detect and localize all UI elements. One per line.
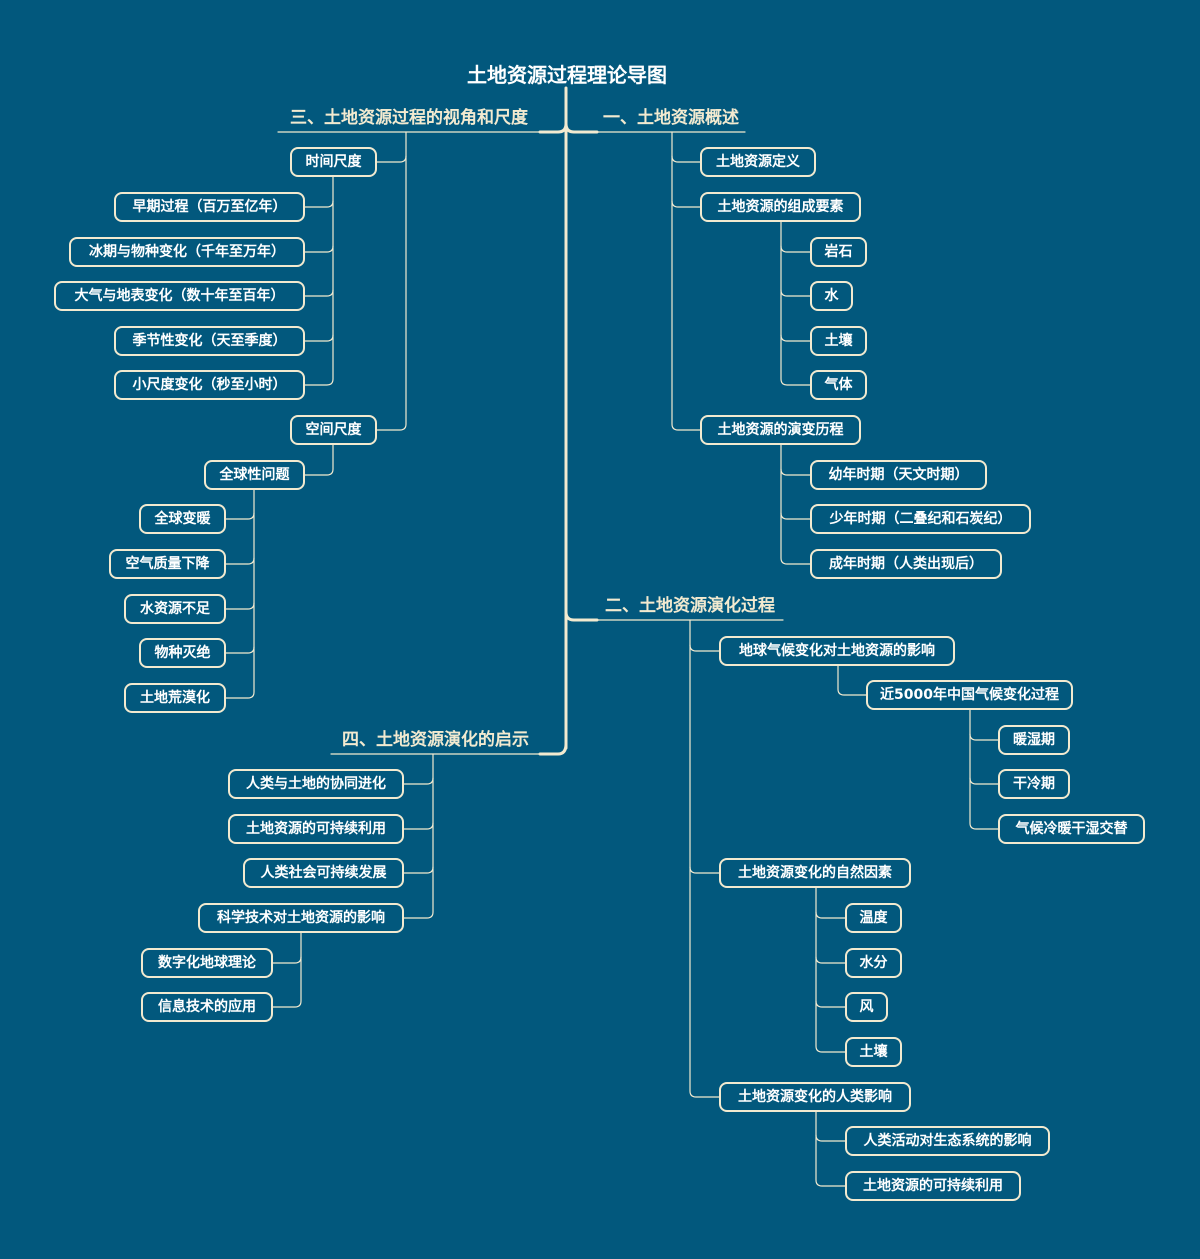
node-digital-earth[interactable]: 数字化地球理论 — [141, 948, 273, 978]
node-human-ecosystem[interactable]: 人类活动对生态系统的影响 — [845, 1126, 1050, 1156]
node-soil-2[interactable]: 土壤 — [845, 1037, 902, 1067]
node-land-sustainable[interactable]: 土地资源的可持续利用 — [228, 814, 404, 844]
node-components[interactable]: 土地资源的组成要素 — [700, 192, 861, 222]
node-coevolution[interactable]: 人类与土地的协同进化 — [228, 769, 404, 799]
node-adulthood[interactable]: 成年时期（人类出现后） — [810, 549, 1002, 579]
branch-perspective[interactable]: 三、土地资源过程的视角和尺度 — [290, 108, 528, 128]
node-small-scale[interactable]: 小尺度变化（秒至小时） — [114, 370, 305, 400]
node-temperature[interactable]: 温度 — [845, 903, 902, 933]
branch-insight[interactable]: 四、土地资源演化的启示 — [342, 730, 529, 750]
node-history[interactable]: 土地资源的演变历程 — [700, 415, 861, 445]
root-title: 土地资源过程理论导图 — [467, 63, 667, 87]
node-tech-impact[interactable]: 科学技术对土地资源的影响 — [198, 903, 404, 933]
node-china-climate[interactable]: 近5000年中国气候变化过程 — [866, 680, 1073, 710]
branch-overview[interactable]: 一、土地资源概述 — [603, 108, 739, 128]
node-rock[interactable]: 岩石 — [810, 237, 867, 267]
node-land-definition[interactable]: 土地资源定义 — [700, 147, 816, 177]
node-climate-impact[interactable]: 地球气候变化对土地资源的影响 — [719, 636, 955, 666]
node-gas[interactable]: 气体 — [810, 370, 867, 400]
node-soil[interactable]: 土壤 — [810, 326, 867, 356]
node-moisture[interactable]: 水分 — [845, 948, 902, 978]
node-info-tech[interactable]: 信息技术的应用 — [141, 992, 273, 1022]
node-warm-humid[interactable]: 暖湿期 — [998, 725, 1070, 755]
node-ice-age[interactable]: 冰期与物种变化（千年至万年） — [69, 237, 305, 267]
node-human-impact[interactable]: 土地资源变化的人类影响 — [719, 1082, 911, 1112]
node-wind[interactable]: 风 — [845, 992, 888, 1022]
node-society-sustainable[interactable]: 人类社会可持续发展 — [243, 858, 404, 888]
node-desertification[interactable]: 土地荒漠化 — [124, 683, 226, 713]
node-water-shortage[interactable]: 水资源不足 — [124, 594, 226, 624]
node-youth[interactable]: 少年时期（二叠纪和石炭纪） — [810, 504, 1031, 534]
node-air-quality[interactable]: 空气质量下降 — [109, 549, 226, 579]
node-space-scale[interactable]: 空间尺度 — [290, 415, 377, 445]
node-early-process[interactable]: 早期过程（百万至亿年） — [114, 192, 305, 222]
node-global-warming[interactable]: 全球变暖 — [139, 504, 226, 534]
node-time-scale[interactable]: 时间尺度 — [290, 147, 377, 177]
node-seasonal[interactable]: 季节性变化（天至季度） — [114, 326, 305, 356]
node-global-issues[interactable]: 全球性问题 — [204, 460, 305, 490]
node-alternation[interactable]: 气候冷暖干湿交替 — [998, 814, 1145, 844]
node-sustainable-use[interactable]: 土地资源的可持续利用 — [845, 1171, 1021, 1201]
node-infancy[interactable]: 幼年时期（天文时期） — [810, 460, 987, 490]
node-atmosphere[interactable]: 大气与地表变化（数十年至百年） — [54, 281, 305, 311]
node-extinction[interactable]: 物种灭绝 — [139, 638, 226, 668]
node-dry-cold[interactable]: 干冷期 — [998, 769, 1070, 799]
branch-evolution[interactable]: 二、土地资源演化过程 — [605, 596, 775, 616]
node-water[interactable]: 水 — [810, 281, 853, 311]
node-natural-factors[interactable]: 土地资源变化的自然因素 — [719, 858, 911, 888]
